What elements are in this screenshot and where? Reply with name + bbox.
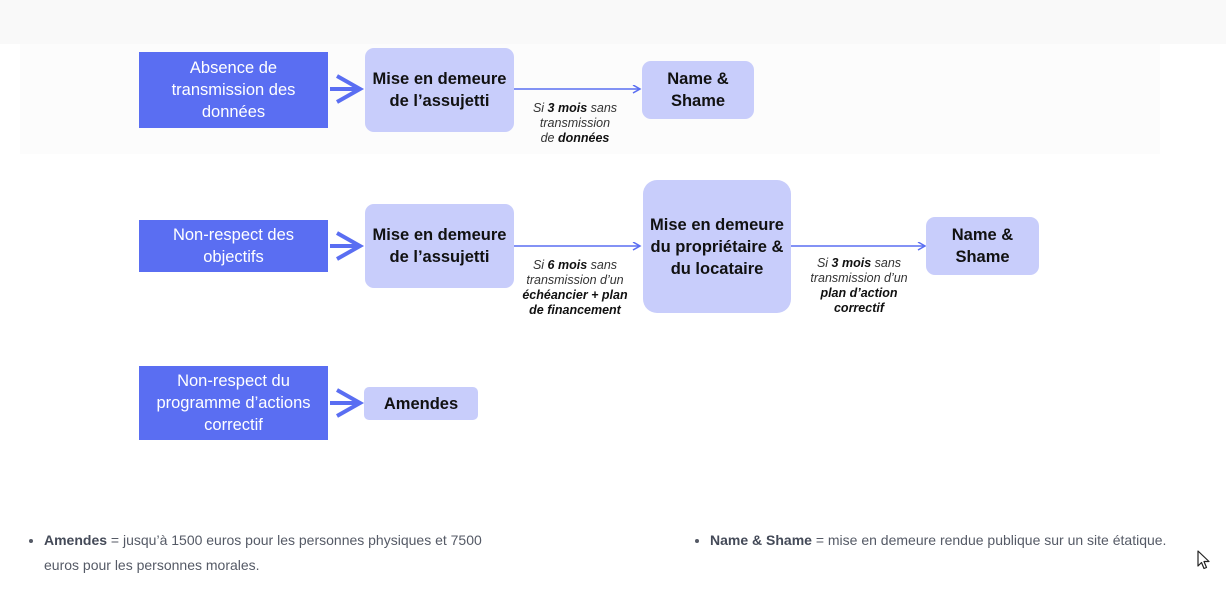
step-label: Mise en demeure du propriétaire & du loc… [650, 215, 784, 278]
bullet-list-left: Amendes = jusqu’à 1500 euros pour les pe… [26, 528, 506, 578]
result-name-shame: Name & Shame [926, 217, 1039, 275]
big-chevron-arrow-icon [330, 74, 365, 104]
trigger-absence-transmission: Absence de transmission des données [139, 52, 328, 128]
trigger-label: Non-respect du programme d’actions corre… [156, 372, 311, 434]
trigger-non-respect-objectifs: Non-respect des objectifs [139, 220, 328, 272]
step-label: Mise en demeure de l’assujetti [372, 70, 507, 110]
page-top-band [0, 0, 1226, 44]
step-mise-en-demeure-proprietaire-locataire: Mise en demeure du propriétaire & du loc… [643, 180, 791, 313]
step-label: Mise en demeure de l’assujetti [372, 226, 507, 266]
result-name-shame: Name & Shame [642, 61, 754, 119]
trigger-label: Absence de transmission des données [171, 59, 296, 121]
condition-note: Si 6 mois sans transmission d’un échéanc… [522, 258, 628, 317]
mouse-cursor-icon [1197, 550, 1210, 570]
step-mise-en-demeure-assujetti: Mise en demeure de l’assujetti [365, 48, 514, 132]
list-item: Name & Shame = mise en demeure rendue pu… [710, 528, 1172, 553]
condition-note: Si 3 mois sans transmission d’un plan d’… [810, 256, 908, 315]
result-label: Amendes [383, 394, 459, 413]
big-chevron-arrow-icon [330, 388, 365, 418]
result-label: Name & Shame [951, 226, 1014, 266]
result-label: Name & Shame [667, 70, 729, 110]
big-chevron-arrow-icon [330, 231, 365, 261]
condition-note: Si 3 mois sans transmission de données [532, 101, 618, 145]
bullet-list-right: Name & Shame = mise en demeure rendue pu… [692, 528, 1172, 553]
trigger-label: Non-respect des objectifs [172, 226, 295, 266]
result-amendes: Amendes [364, 387, 478, 420]
trigger-non-respect-programme: Non-respect du programme d’actions corre… [139, 366, 328, 440]
list-item: Amendes = jusqu’à 1500 euros pour les pe… [44, 528, 506, 578]
step-mise-en-demeure-assujetti: Mise en demeure de l’assujetti [365, 204, 514, 288]
